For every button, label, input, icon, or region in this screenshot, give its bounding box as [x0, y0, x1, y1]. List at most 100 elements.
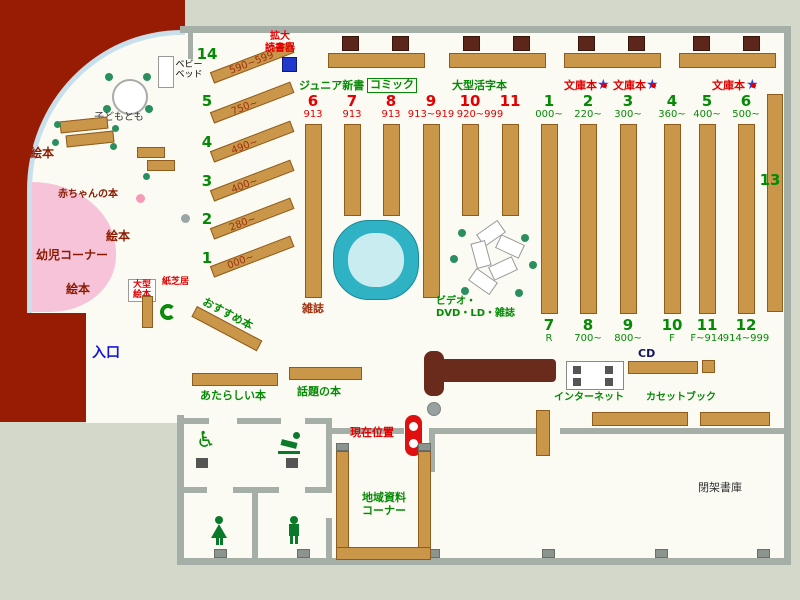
bookshelf [620, 124, 637, 314]
bookshelf [289, 367, 362, 380]
chair [392, 36, 409, 51]
reading-table [328, 53, 425, 68]
entrance-label: 入口 [92, 345, 120, 361]
chair-dot [461, 287, 469, 295]
wall [305, 487, 332, 493]
stack-range: 360~ [658, 109, 686, 120]
icon-part [220, 538, 223, 545]
ehon-label: 絵本 [106, 229, 131, 243]
stack-number: 14 [196, 45, 218, 63]
chair [693, 36, 710, 51]
wall [784, 26, 791, 565]
icon-part [295, 536, 298, 544]
stack-number: 4 [201, 133, 213, 151]
chair-dot [143, 73, 151, 81]
marker-dot [409, 422, 418, 431]
wall [177, 487, 207, 493]
magnifier-device [282, 57, 297, 72]
stack-range: 000~ [535, 109, 563, 120]
man-icon [286, 516, 302, 546]
stack-number: 3 [622, 92, 634, 110]
reading-table [679, 53, 776, 68]
wall [332, 428, 404, 434]
wall [560, 428, 784, 434]
bookshelf [344, 124, 361, 216]
bookshelf [700, 412, 770, 426]
bookshelf [664, 124, 681, 314]
stack-range: 913 [342, 109, 362, 120]
current-position-label: 現在位置 [350, 426, 394, 439]
chair-dot [529, 261, 537, 269]
stack-number: 9 [425, 92, 437, 110]
ehon-label: 絵本 [30, 146, 55, 160]
wall [430, 428, 536, 434]
stack-number: 3 [201, 172, 213, 190]
icon-part [289, 524, 299, 536]
stack-number: 4 [666, 92, 678, 110]
stack-number: 7 [543, 316, 555, 334]
stack-range: 913 [381, 109, 401, 120]
outer-wall-block [0, 308, 88, 422]
chair-dot [450, 255, 458, 263]
stack-number: 12 [735, 316, 757, 334]
large-ehon-line1: 大型 [132, 280, 151, 290]
new-books-label: あたらしい本 [200, 389, 266, 402]
service-counter [424, 351, 444, 396]
wall [305, 418, 332, 424]
star-icon-dot [651, 83, 656, 88]
closed-stacks-label: 閉架書庫 [698, 481, 742, 494]
bookshelf [580, 124, 597, 314]
internet-label: インターネット [554, 392, 624, 403]
magnifier-label: 拡大 読書器 [256, 31, 304, 54]
stack-number: 10 [661, 316, 683, 334]
computer [573, 378, 581, 386]
stack-range: 800~ [614, 333, 642, 344]
local-corner-label: 地域資料 コーナー [352, 491, 416, 517]
wall [180, 558, 791, 565]
stack-range: 700~ [574, 333, 602, 344]
reading-table [564, 53, 661, 68]
toilet-fixture [196, 458, 208, 468]
chair-dot [521, 234, 529, 242]
magnifier-line1: 拡大 [270, 31, 290, 42]
step-shelf [137, 147, 165, 158]
bookshelf [423, 124, 440, 298]
icon-part [216, 538, 219, 545]
kodomo-label: 子どもとも [94, 112, 144, 123]
current-position-marker [405, 415, 422, 456]
bookshelf [336, 547, 431, 560]
wall [326, 418, 332, 492]
internet-table [566, 361, 624, 390]
baby-bed-label-line1: ベビー [175, 60, 203, 70]
stack-range: 913 [303, 109, 323, 120]
chair [463, 36, 480, 51]
bookshelf [192, 373, 278, 386]
junior-shinsho-label: ジュニア新書 [299, 79, 365, 92]
baby-changing-icon [278, 432, 304, 456]
bookshelf [738, 124, 755, 314]
bookshelf [336, 451, 349, 560]
gray-dot [181, 214, 190, 223]
comic-label: コミック [367, 78, 417, 93]
bookshelf [536, 410, 550, 456]
stack-range: 913~919 [407, 109, 455, 120]
wall [429, 428, 435, 472]
video-label: ビデオ・ DVD・LD・雑誌 [436, 296, 515, 319]
pillar [297, 549, 310, 558]
chair-dot [143, 173, 150, 180]
wall [180, 26, 790, 33]
icon-part [215, 516, 223, 524]
icon-part [211, 524, 227, 538]
stack-range: 400~ [693, 109, 721, 120]
pillar [336, 443, 349, 451]
bunko-label: 文庫本 [712, 79, 745, 92]
mini-shelf [142, 296, 153, 328]
magnifier-line2: 読書器 [265, 42, 295, 54]
cd-label: CD [638, 347, 656, 360]
stack-number: 11 [696, 316, 718, 334]
local-corner-line1: 地域資料 [362, 491, 406, 504]
stack-number: 7 [346, 92, 358, 110]
chair-dot [515, 289, 523, 297]
star-icon: ★ [646, 78, 662, 94]
